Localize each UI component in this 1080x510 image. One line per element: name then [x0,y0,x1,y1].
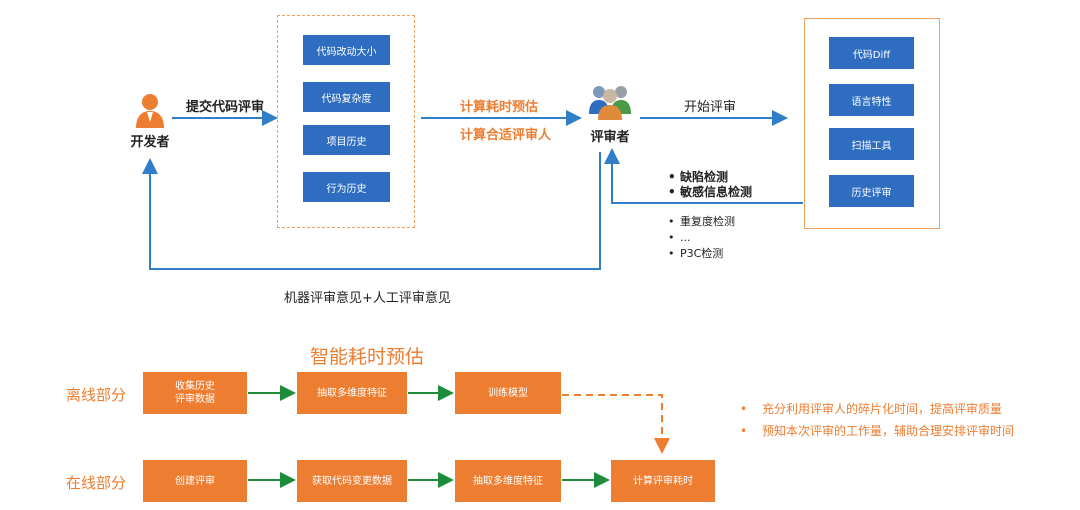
feedback-item-defect: 缺陷检测 [668,170,752,185]
reviewer-node: 评审者 [582,80,638,145]
tool-code-diff: 代码Diff [829,37,914,69]
start-review-label: 开始评审 [684,100,737,115]
offline-step-train-model: 训练模型 [455,372,561,414]
factor-code-complexity: 代码复杂度 [303,82,390,112]
tool-language-features: 语言特性 [829,84,914,116]
tool-history-review: 历史评审 [829,175,914,207]
tool-scan-tools: 扫描工具 [829,128,914,160]
estimate-time-label: 计算耗时预估 [460,100,539,115]
review-opinion-label: 机器评审意见+人工评审意见 [284,291,451,306]
submit-label: 提交代码评审 [186,100,265,115]
online-step-create-review: 创建评审 [143,460,247,502]
feedback-item-p3c: P3C检测 [668,246,735,262]
benefits-list: 充分利用评审人的碎片化时间，提高评审质量 预知本次评审的工作量，辅助合理安排评审… [736,398,1014,442]
feedback-list-more: 重复度检测 ... P3C检测 [668,214,735,262]
offline-label: 离线部分 [66,386,127,404]
reviewer-label: 评审者 [590,130,630,145]
offline-step-extract-features: 抽取多维度特征 [297,372,407,414]
reviewer-group-icon [589,86,631,120]
developer-node: 开发者 [126,92,174,150]
feedback-item-sensitive: 敏感信息检测 [668,185,752,200]
offline-step-collect-data: 收集历史 评审数据 [143,372,247,414]
estimate-title: 智能耗时预估 [310,346,425,368]
benefit-item: 预知本次评审的工作量，辅助合理安排评审时间 [736,420,1014,442]
opinion-arrow [142,152,601,270]
feedback-item-ellipsis: ... [668,230,735,246]
model-to-compute-arrow [562,394,670,454]
factor-code-change-size: 代码改动大小 [303,35,390,65]
tools-frame [804,18,940,229]
developer-label: 开发者 [130,135,170,150]
online-step-extract-features: 抽取多维度特征 [455,460,561,502]
online-label: 在线部分 [66,474,127,492]
developer-person-icon [136,94,164,128]
factor-project-history: 项目历史 [303,125,390,155]
factor-behavior-history: 行为历史 [303,172,390,202]
feedback-item-duplicate: 重复度检测 [668,214,735,230]
feedback-arrow [604,148,803,204]
recommend-reviewer-label: 计算合适评审人 [460,128,552,143]
online-step-fetch-changes: 获取代码变更数据 [297,460,407,502]
factor-frame [277,15,415,228]
online-step-compute-time: 计算评审耗时 [611,460,715,502]
benefit-item: 充分利用评审人的碎片化时间，提高评审质量 [736,398,1014,420]
feedback-list: 缺陷检测 敏感信息检测 [668,170,752,200]
